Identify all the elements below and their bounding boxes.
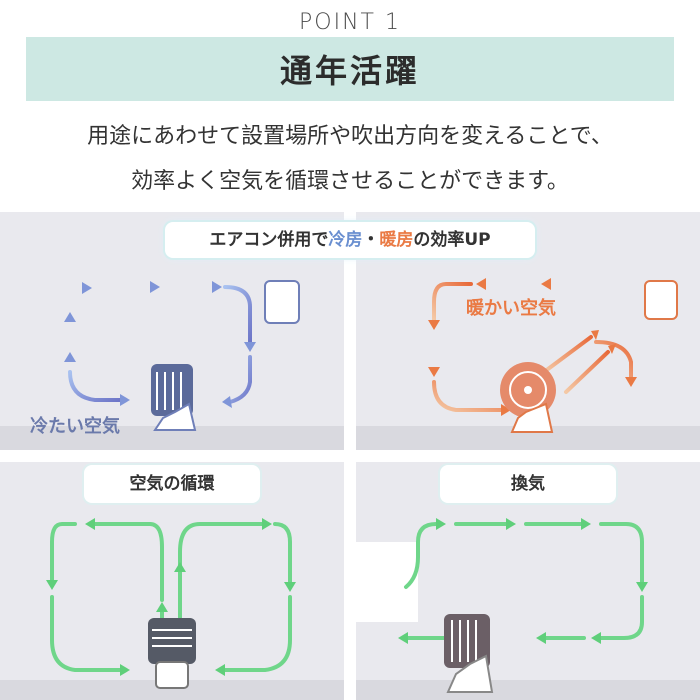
aircon-efficiency-heading: エアコン併用で冷房・暖房の効率UP <box>165 222 535 258</box>
window-opening <box>356 542 418 622</box>
cool-air-arrows <box>64 281 256 408</box>
air-conditioner-icon <box>644 280 678 320</box>
warm-air-arrows <box>428 278 637 416</box>
aircon-prefix: エアコン併用で <box>209 230 329 250</box>
page-title: 通年活躍 <box>279 52 420 90</box>
floor <box>356 680 700 700</box>
point-label: POINT 1 <box>299 10 401 35</box>
aircon-suffix: の効率UP <box>413 230 491 250</box>
circulation-arrows <box>46 518 296 676</box>
ventilation-heading: 換気 <box>440 465 616 503</box>
circulator-fan-icon <box>151 364 197 431</box>
description-line-2: 効率よく空気を循環させることができます。 <box>131 169 569 194</box>
circulator-fan-icon <box>444 614 494 693</box>
circulator-fan-icon <box>148 618 196 689</box>
cooling-text: 冷房 <box>328 230 363 250</box>
floor <box>0 680 344 700</box>
circulation-heading: 空気の循環 <box>84 465 260 503</box>
warm-air-label: 暖かい空気 <box>466 298 556 319</box>
separator: ・ <box>362 230 380 250</box>
description-line-1: 用途にあわせて設置場所や吹出方向を変えることで、 <box>87 124 613 149</box>
air-conditioner-icon <box>264 280 300 324</box>
circulator-fan-icon <box>500 362 556 433</box>
cool-air-label: 冷たい空気 <box>30 416 120 437</box>
title-banner: 通年活躍 <box>26 37 674 101</box>
heating-text: 暖房 <box>379 230 414 250</box>
